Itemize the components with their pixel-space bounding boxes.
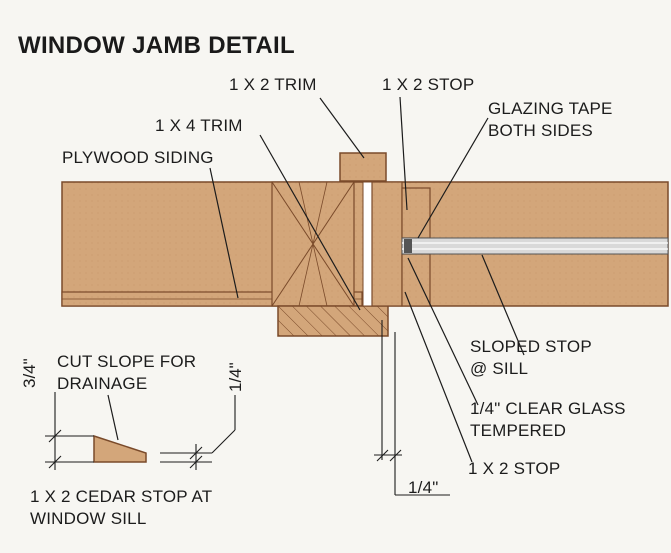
dim-one-quarter <box>160 395 236 470</box>
jamb-gap <box>362 181 373 307</box>
stud-block <box>271 181 355 307</box>
label-sloped-stop-2: @ SILL <box>470 359 529 378</box>
label-clear-glass-2: TEMPERED <box>470 421 567 440</box>
stop-lower <box>401 253 431 307</box>
label-cut-slope-2: DRAINAGE <box>57 374 148 393</box>
label-stop-1x2-top: 1 X 2 STOP <box>382 75 475 94</box>
label-clear-glass-1: 1/4" CLEAR GLASS <box>470 399 626 418</box>
label-glazing-tape-2: BOTH SIDES <box>488 121 593 140</box>
label-glazing-tape-1: GLAZING TAPE <box>488 99 613 118</box>
label-cedar-stop-2: WINDOW SILL <box>30 509 147 528</box>
label-dim-one-quarter-bottom: 1/4" <box>408 478 439 497</box>
label-trim-1x4: 1 X 4 TRIM <box>155 116 243 135</box>
label-dim-one-quarter-vertical: 1/4" <box>226 362 245 392</box>
trim-1x2 <box>339 152 387 182</box>
trim-1x4 <box>277 305 389 337</box>
label-trim-1x2: 1 X 2 TRIM <box>229 75 317 94</box>
glazing-tape <box>404 239 412 253</box>
glass-pane <box>401 237 669 255</box>
dim-jamb <box>374 320 450 496</box>
label-sloped-stop-1: SLOPED STOP <box>470 337 592 356</box>
page-title: WINDOW JAMB DETAIL <box>18 32 295 59</box>
label-plywood-siding: PLYWOOD SIDING <box>62 148 214 167</box>
label-cut-slope-1: CUT SLOPE FOR <box>57 352 197 371</box>
label-dim-three-quarter: 3/4" <box>20 358 39 388</box>
label-cedar-stop-1: 1 X 2 CEDAR STOP AT <box>30 487 213 506</box>
label-stop-1x2-bottom: 1 X 2 STOP <box>468 459 561 478</box>
cedar-stop-profile <box>93 434 147 463</box>
dim-three-quarter <box>45 392 94 470</box>
jamb <box>371 181 403 307</box>
